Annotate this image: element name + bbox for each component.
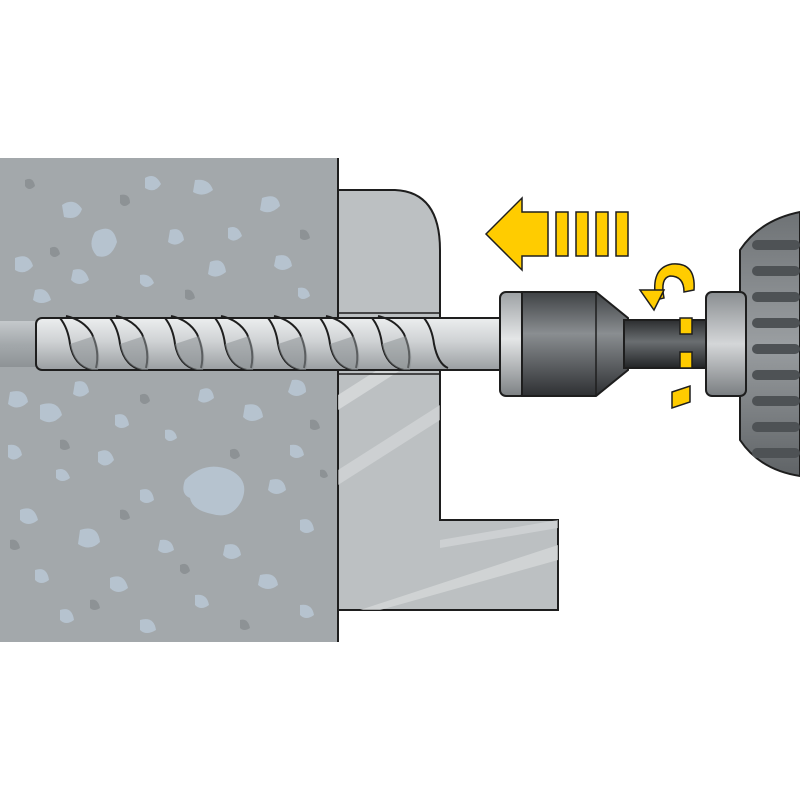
drill-grip-ribs [752,240,800,458]
rotation-arrow-icon [638,263,695,410]
concrete-wall-icon [0,158,339,642]
socket-adapter-icon [521,291,715,397]
aggregate-stones [8,176,314,633]
concrete-screw-icon [35,291,527,397]
push-arrow-icon [484,196,629,272]
aggregate-dark [10,178,328,630]
impact-driver-icon [705,210,800,478]
drill-hole [0,321,40,367]
screw-thread-shading [70,336,412,370]
